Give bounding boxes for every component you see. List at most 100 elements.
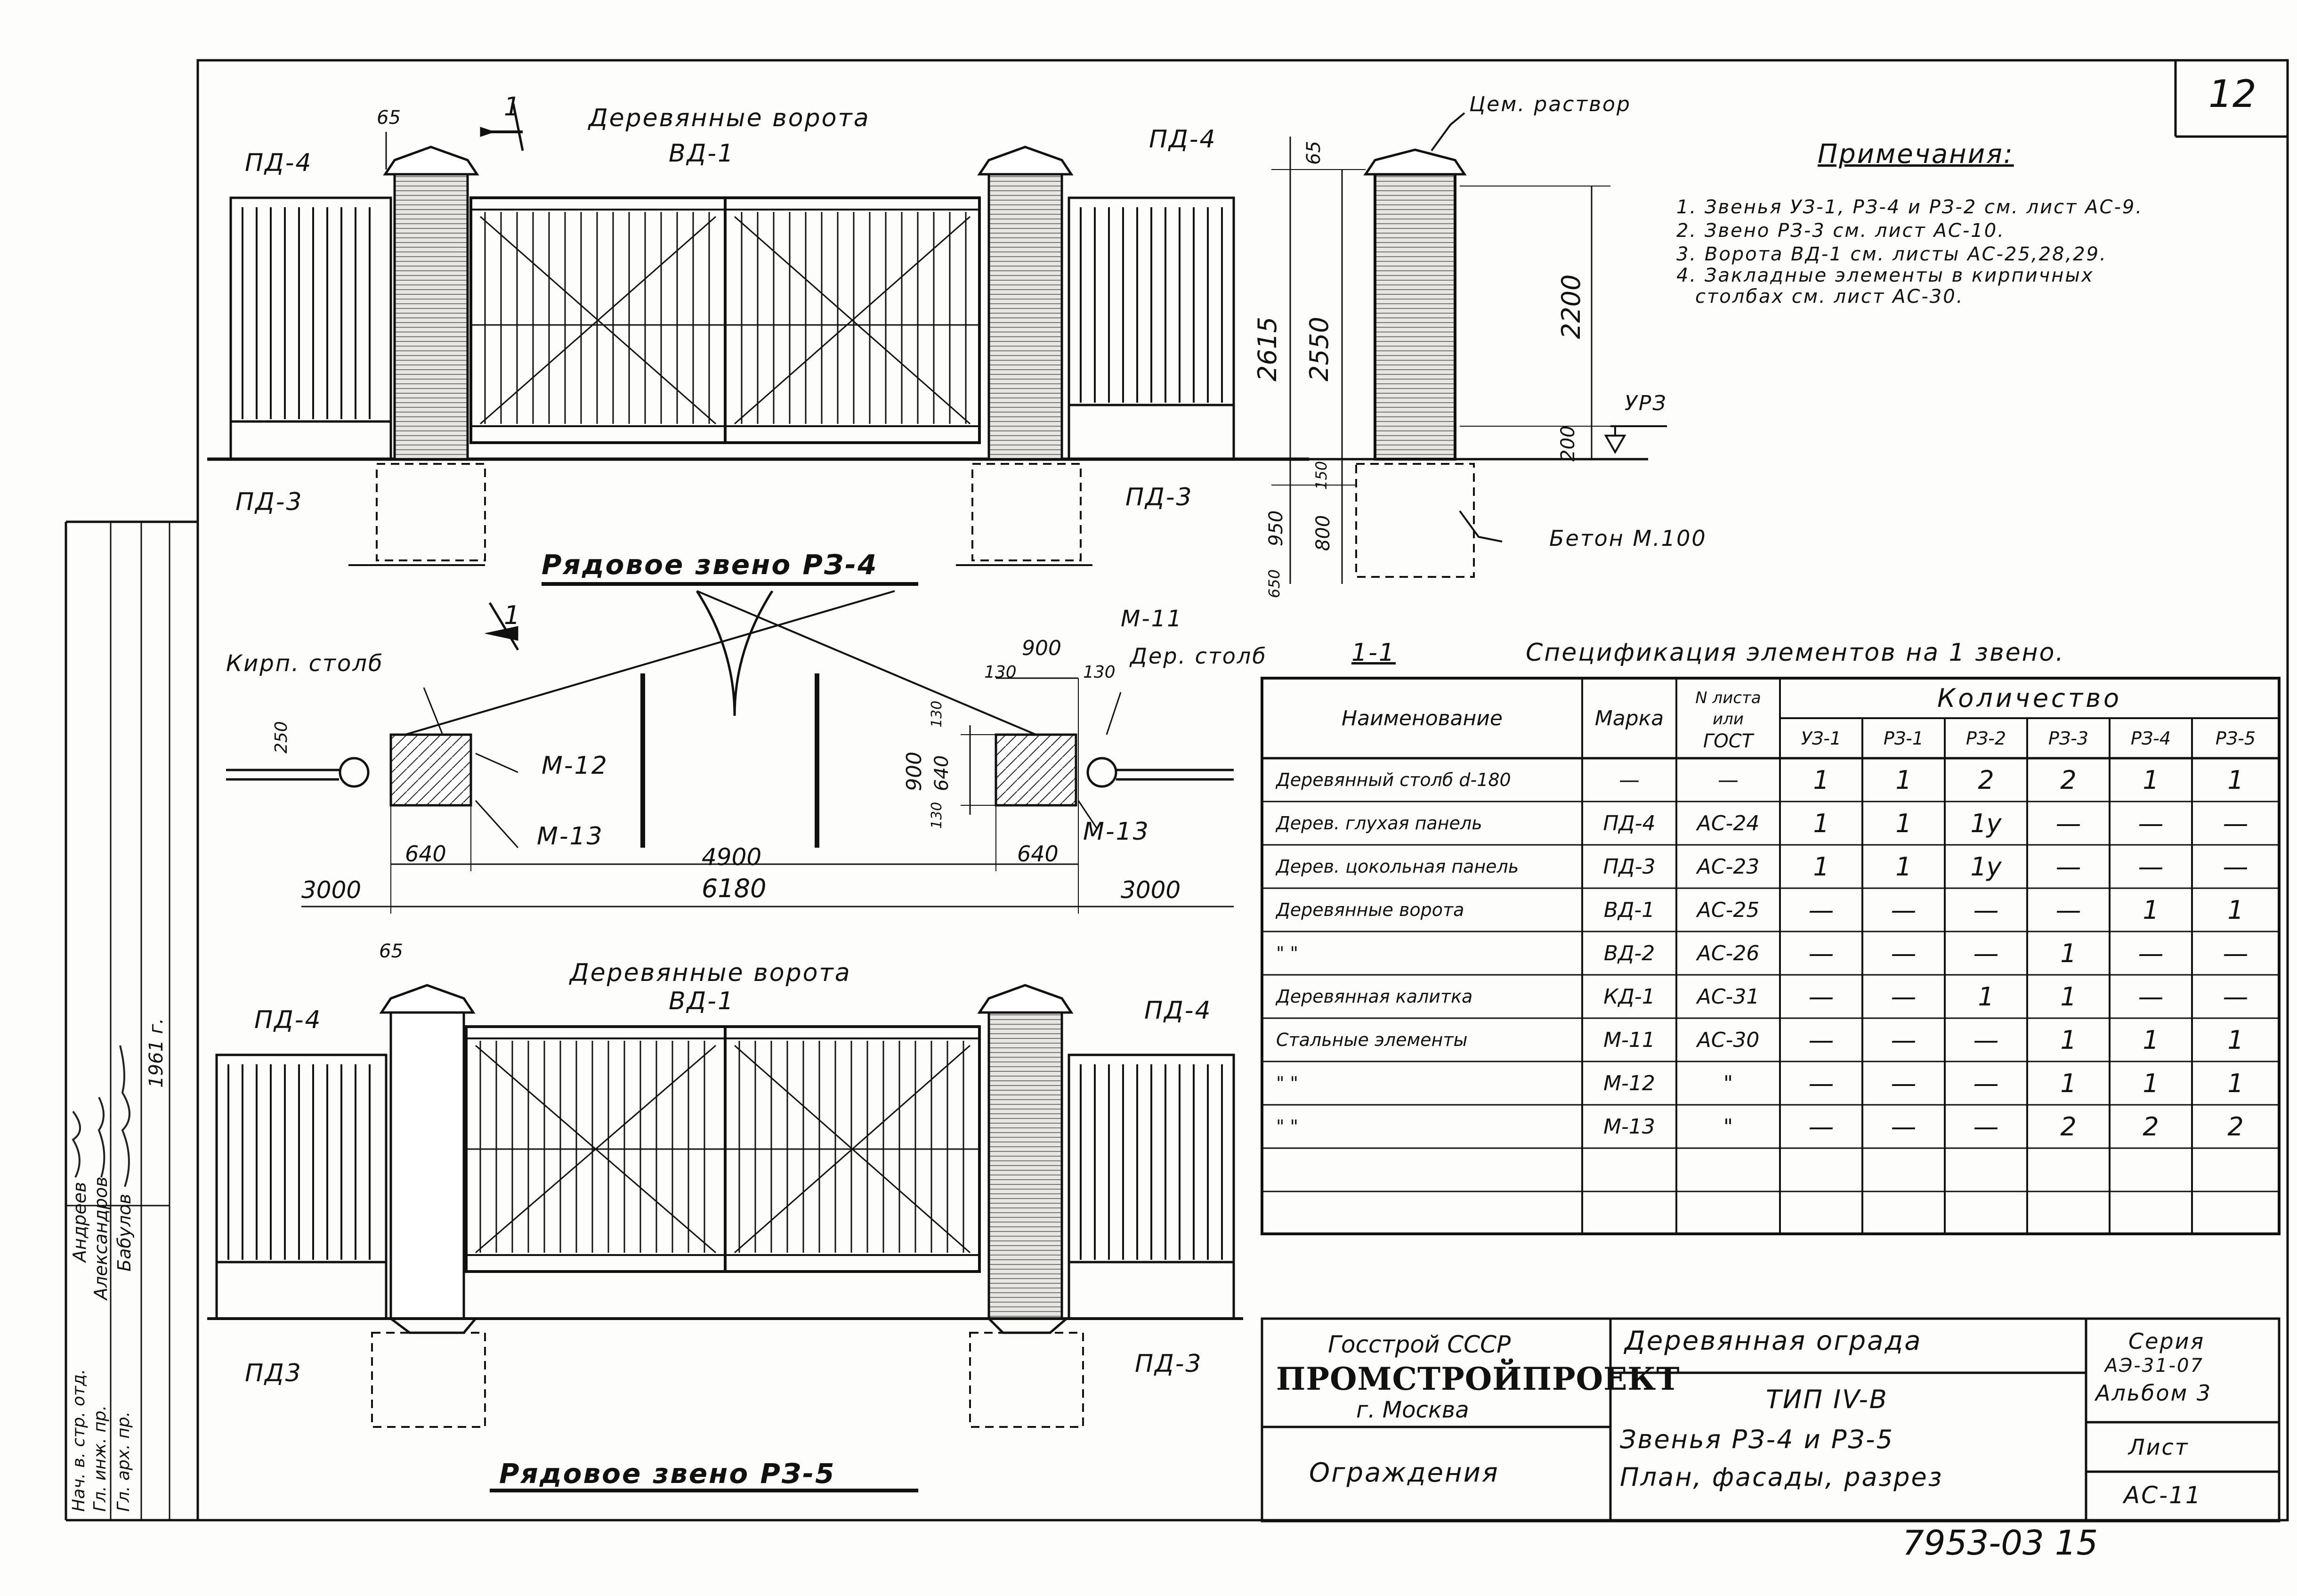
bottom-title: Рядовое звено РЗ-5 (499, 1458, 836, 1490)
plan-dim-6180: 6180 (702, 874, 767, 903)
spec-cell-name (1262, 1148, 1596, 1191)
tb-sheet-value: АС-11 (2124, 1482, 2202, 1509)
spec-cell-qty: 1 (1813, 765, 1829, 795)
spec-cell-sheet: " (1723, 1071, 1733, 1095)
spec-cell-qty: 2 (2060, 1111, 2077, 1142)
spec-cell-qty: 1 (1978, 981, 1994, 1012)
top-panel-left: ПД-4 (245, 149, 313, 177)
concrete-label: Бетон М.100 (1549, 526, 1707, 551)
spec-cell-name: Деревянная калитка (1276, 986, 1473, 1007)
tb-org-line2: ПРОМСТРОЙПРОЕКТ (1276, 1361, 1680, 1397)
spec-table-grid (1261, 677, 2281, 1235)
spec-cell-qty: 1 (1813, 851, 1829, 882)
section-dim-950: 950 (1265, 510, 1287, 546)
spec-cell-qty (2027, 1191, 2110, 1235)
spec-cell-qty: — (1808, 938, 1834, 968)
spec-cell-qty: — (1808, 1068, 1834, 1098)
spec-cell-mark: ПД-3 (1603, 854, 1656, 879)
spec-col-header: УЗ-1 (1801, 728, 1842, 749)
plan-dim-3000-left: 3000 (301, 876, 362, 904)
spec-cell-qty (1945, 1191, 2027, 1235)
plan-m13-left: М-13 (537, 822, 604, 851)
spec-cell-qty (2192, 1148, 2279, 1191)
spec-cell-name: " " (1276, 943, 1299, 964)
note-4: 4. Закладные элементы в кирпичных (1676, 265, 2094, 286)
note-3: 3. Ворота ВД-1 см. листы АС-25,28,29. (1676, 243, 2107, 265)
bottom-plinth-right: ПД-3 (1135, 1350, 1203, 1378)
spec-cell-qty: — (2138, 851, 2164, 882)
plan-dim-640-side: 640 (931, 755, 953, 791)
note-2: 2. Звено РЗ-3 см. лист АС-10. (1676, 220, 2005, 242)
spec-cell-name: Стальные элементы (1276, 1029, 1468, 1050)
spec-cell-qty: — (2223, 808, 2248, 838)
plan-dim-640-right: 640 (1017, 841, 1059, 867)
spec-cell-qty: — (1891, 1111, 1917, 1142)
spec-cell-qty: 1у (1970, 851, 2002, 882)
spec-cell-name: Деревянные ворота (1276, 899, 1464, 920)
spec-cell-qty (1780, 1191, 1862, 1235)
top-gate-title: Деревянные ворота (589, 104, 870, 132)
spec-cell-qty: 1 (2143, 1068, 2159, 1098)
plan-dim-250: 250 (272, 721, 291, 753)
top-gate-mark: ВД-1 (669, 139, 735, 168)
plan-title: Рядовое звено РЗ-4 (542, 549, 878, 581)
stamp-signatures (72, 1045, 130, 1187)
spec-cell-name: Дерев. цокольная панель (1276, 856, 1519, 877)
spec-header-sheet-2: или (1713, 710, 1744, 729)
spec-cell-qty (1945, 1148, 2027, 1191)
spec-cell-qty: — (2055, 808, 2081, 838)
spec-cell-qty: — (1973, 895, 1999, 925)
spec-cell-qty: — (2138, 981, 2164, 1012)
spec-col-header: РЗ-4 (2130, 728, 2171, 749)
tb-album: Альбом 3 (2095, 1380, 2212, 1406)
plan-dim-900-side: 900 (902, 752, 926, 791)
bottom-plinth-left: ПД3 (245, 1359, 302, 1387)
spec-cell-mark (1582, 1148, 1676, 1191)
top-plinth-left: ПД-3 (235, 488, 303, 516)
top-plinth-right: ПД-3 (1125, 483, 1193, 511)
spec-col-header: РЗ-2 (1965, 728, 2006, 749)
top-section-mark: 1 (504, 92, 520, 122)
title-block-grid (1261, 1317, 2281, 1523)
plan-m13-right: М-13 (1083, 818, 1150, 846)
tb-series-value: АЭ-31-07 (2105, 1355, 2204, 1377)
sheet-frame (65, 59, 2289, 1522)
stamp-role-3: Гл. арх. пр. (114, 1411, 133, 1512)
spec-cell-sheet: АС-31 (1697, 984, 1760, 1009)
plan-dim-4900: 4900 (702, 843, 762, 871)
spec-cell-mark: ВД-2 (1603, 941, 1655, 965)
spec-cell-sheet (1676, 1191, 1780, 1235)
section-1-1 (1248, 112, 1667, 584)
spec-cell-qty: — (2055, 851, 2081, 882)
bottom-gate-title: Деревянные ворота (570, 959, 851, 987)
spec-cell-qty: 2 (1978, 765, 1994, 795)
plan-dim-900-top: 900 (1022, 636, 1061, 660)
spec-cell-sheet (1676, 1148, 1780, 1191)
spec-cell-qty: — (1891, 1068, 1917, 1098)
spec-cell-qty: 1 (2060, 1068, 2077, 1098)
spec-col-header: РЗ-1 (1883, 728, 1924, 749)
plan-dim-130-b: 130 (1083, 663, 1116, 682)
spec-cell-sheet: АС-30 (1697, 1028, 1760, 1052)
spec-cell-qty: — (1973, 1025, 1999, 1055)
spec-cell-qty (2110, 1148, 2192, 1191)
brick-post-label: Кирп. столб (226, 650, 384, 677)
plan-dim-3000-right: 3000 (1121, 876, 1181, 904)
spec-cell-qty: 1 (2143, 1025, 2159, 1055)
stamp-name-3: Бабулов (114, 1193, 135, 1272)
section-dim-650: 650 (1265, 569, 1283, 598)
stamp-role-1: Нач. в. стр. отд. (69, 1369, 89, 1512)
plan-dim-130-d: 130 (929, 802, 945, 829)
top-panel-right: ПД-4 (1149, 125, 1217, 154)
spec-cell-qty: — (1808, 1025, 1834, 1055)
spec-col-header: РЗ-3 (2048, 728, 2089, 749)
spec-cell-qty: — (1891, 895, 1917, 925)
bottom-panel-left: ПД-4 (254, 1006, 322, 1034)
spec-cell-mark (1582, 1191, 1676, 1235)
spec-cell-qty: — (1808, 895, 1834, 925)
plan-m12: М-12 (542, 752, 608, 780)
spec-cell-qty: 1 (2143, 765, 2159, 795)
tb-tip: ТИП IV-В (1766, 1385, 1888, 1414)
spec-cell-mark: — (1619, 768, 1640, 792)
spec-title: Спецификация элементов на 1 звено. (1526, 639, 2065, 667)
